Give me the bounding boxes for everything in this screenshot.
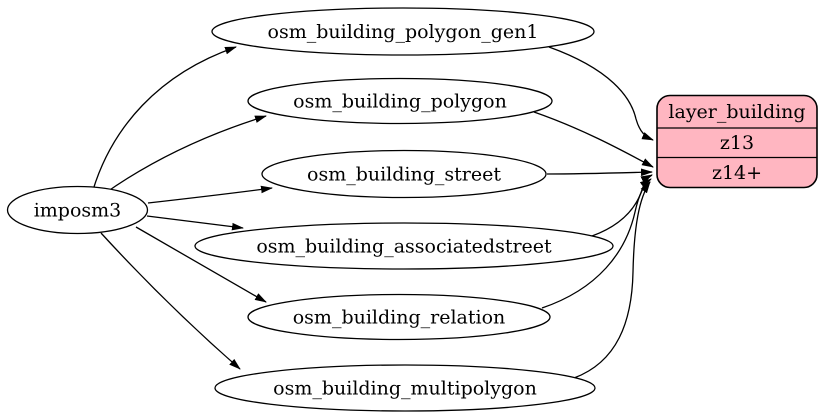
edge-osm-building-street-to-layer-building-z14 [546, 168, 653, 177]
table-ellipse [194, 222, 614, 270]
edge-osm-building-polygon-to-layer-building-z14 [533, 111, 654, 168]
layer-building-row-z14: z14+ [712, 162, 762, 184]
table-label: osm_building_associatedstreet [256, 236, 552, 258]
node-osm-building-associatedstreet: osm_building_associatedstreet [194, 222, 614, 270]
edge-imposm3-to-osm-building-polygon-gen1 [92, 46, 237, 191]
edge-osm-building-multipolygon-to-layer-building-z14 [573, 181, 651, 379]
table-ellipse [261, 149, 547, 199]
layer-building-record [656, 94, 818, 189]
imposm3-label: imposm3 [34, 200, 122, 222]
table-label: osm_building_polygon_gen1 [268, 21, 539, 43]
node-layer-building: layer_building z13 z14+ [656, 94, 818, 189]
node-osm-building-multipolygon: osm_building_multipolygon [214, 364, 596, 412]
edge-imposm3-to-osm-building-multipolygon [100, 232, 241, 370]
table-ellipse [247, 293, 551, 341]
edge-group [92, 46, 654, 379]
edge-imposm3-to-osm-building-associatedstreet [146, 215, 244, 231]
imposm3-ellipse [6, 185, 149, 235]
edge-osm-building-associatedstreet-to-layer-building-z14 [591, 174, 653, 237]
table-label: osm_building_relation [293, 307, 506, 329]
layer-building-title: layer_building [668, 101, 805, 123]
table-label: osm_building_multipolygon [273, 378, 537, 400]
table-ellipse [247, 77, 553, 125]
edge-imposm3-to-osm-building-street [147, 185, 273, 204]
table-label: osm_building_polygon [293, 91, 507, 113]
table-ellipse [211, 7, 595, 56]
table-label: osm_building_street [307, 164, 501, 186]
layer-building-row-z13: z13 [720, 132, 754, 154]
node-imposm3: imposm3 [6, 185, 149, 235]
edge-imposm3-to-osm-building-polygon [103, 115, 267, 195]
node-osm-building-polygon-gen1: osm_building_polygon_gen1 [211, 7, 595, 56]
edge-osm-building-polygon-gen1-to-layer-building-z13 [548, 46, 654, 141]
node-osm-building-street: osm_building_street [261, 149, 547, 199]
edge-imposm3-to-osm-building-relation [135, 226, 267, 303]
node-osm-building-polygon: osm_building_polygon [247, 77, 553, 125]
table-ellipse [214, 364, 596, 412]
node-osm-building-relation: osm_building_relation [247, 293, 551, 341]
